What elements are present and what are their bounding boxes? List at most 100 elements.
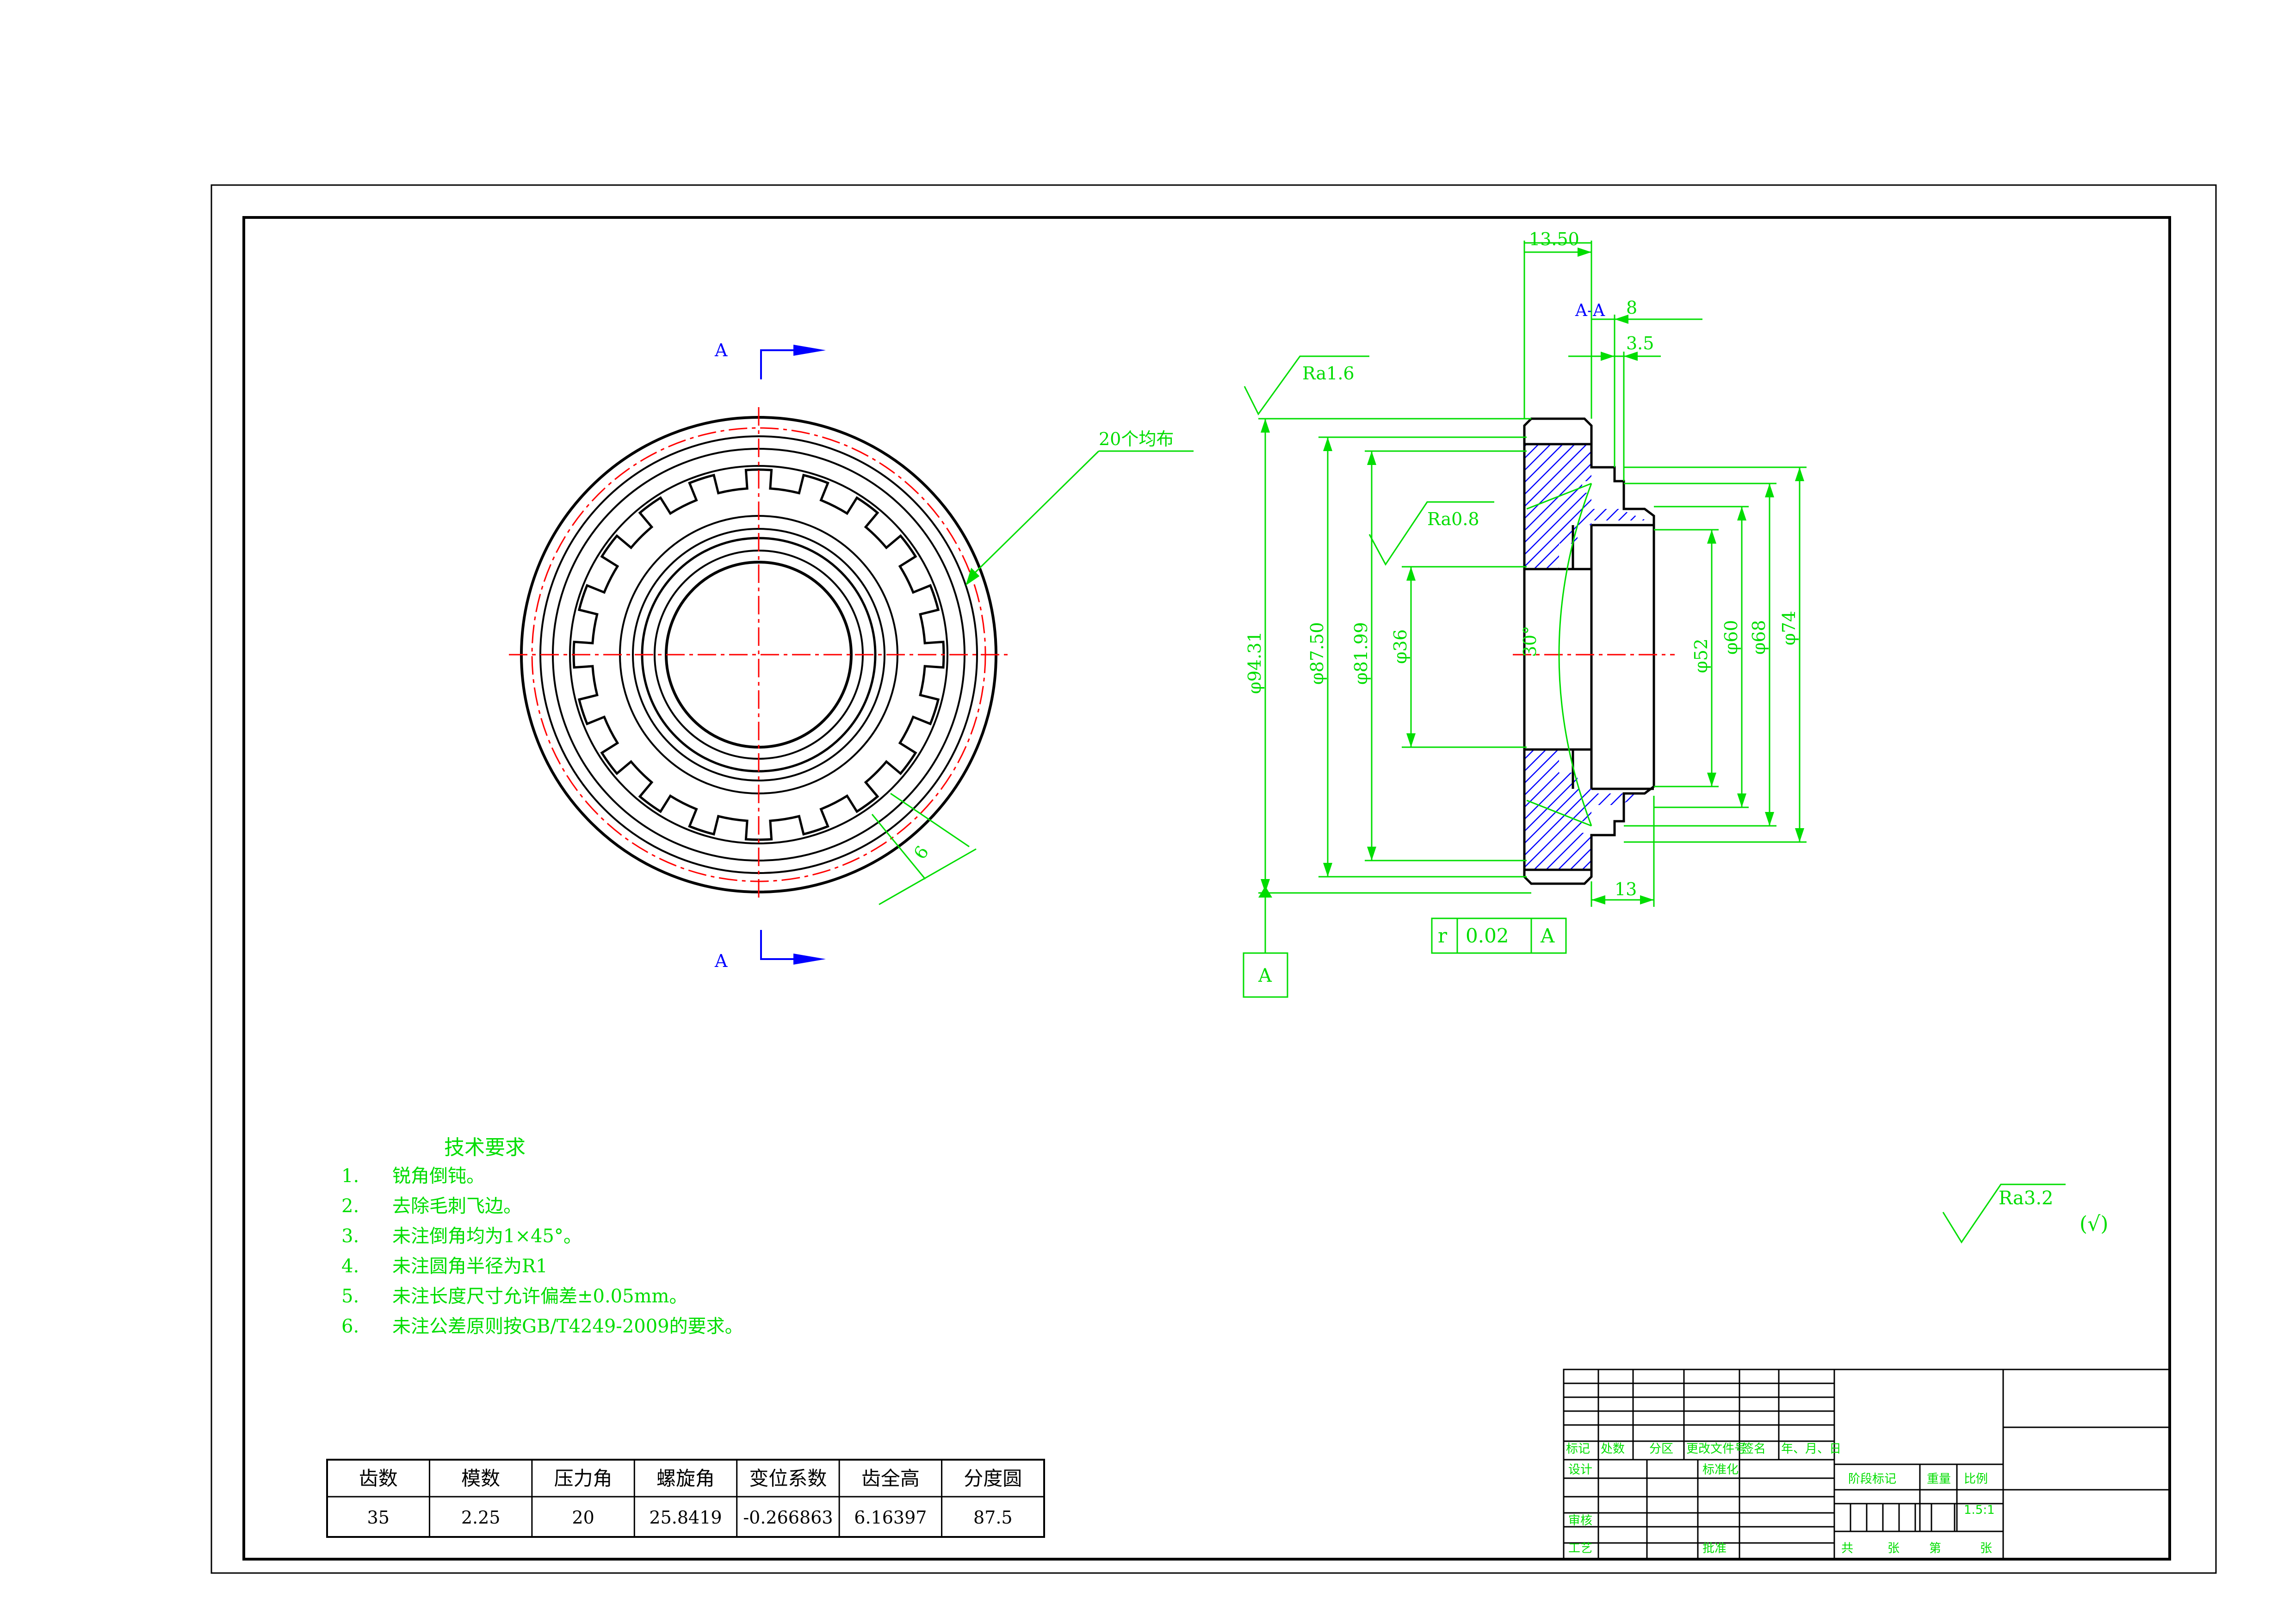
section-hatch [1524, 444, 1647, 870]
dim-d60: φ60 [1721, 620, 1741, 655]
dim-d74: φ74 [1779, 611, 1799, 645]
section-markers: A A [714, 340, 826, 971]
general-roughness-other: (√) [2079, 1212, 2108, 1236]
dim-d68: φ68 [1749, 620, 1769, 655]
spline-width-label: 6 [910, 842, 933, 863]
gear-table-value: 6.16397 [854, 1507, 927, 1528]
sheet-borders [210, 184, 2217, 1574]
title-block: 标记处数分区更改文件号签名年、月、日设计标准化审核工艺批准阶段标记重量比例1.5… [1563, 1369, 2171, 1560]
tech-item-num: 6. [341, 1316, 359, 1337]
title-block-stage-mark: 阶段标记 [1848, 1472, 1896, 1486]
section-dimensions [1258, 241, 1807, 907]
dim-13-50: 13.50 [1529, 229, 1579, 249]
angle-label: 30° [1520, 626, 1540, 657]
title-block-scale-value: 1.5:1 [1964, 1503, 1995, 1517]
section-cut-top [760, 349, 793, 379]
tolerance-datum: A [1540, 924, 1555, 947]
gear-table-header: 分度圆 [964, 1467, 1022, 1490]
tech-item-text: 未注圆角半径为R1 [392, 1256, 548, 1277]
general-roughness: Ra3.2 (√) [1942, 1183, 2108, 1244]
roughness-bore-label: Ra0.8 [1427, 509, 1479, 529]
gear-table-header: 螺旋角 [656, 1467, 715, 1490]
section-cut-bottom [760, 930, 793, 960]
roughness-bore [1368, 501, 1494, 566]
rim-circle-3 [569, 465, 948, 844]
tolerance-value: 0.02 [1466, 924, 1509, 947]
tech-requirements: 技术要求 1. 锐角倒钝。 2. 去除毛刺飞边。 3. 未注倒角均为1×45°。 4. 未注圆… [341, 1136, 743, 1337]
dim-d52: φ52 [1691, 638, 1711, 673]
title-block-design: 设计 [1568, 1463, 1592, 1477]
dim-13: 13 [1615, 879, 1637, 899]
gear-parameter-table: 齿数 模数 压力角 螺旋角 变位系数 齿全高 分度圆 35 2.25 20 25.8419 -0.26… [326, 1459, 1045, 1538]
section-view-label: A-A [1575, 301, 1605, 320]
title-block-approve: 批准 [1702, 1542, 1727, 1555]
title-block-total: 共 [1841, 1542, 1853, 1555]
title-block-standardize: 标准化 [1702, 1463, 1739, 1477]
title-block-label: 年、月、日 [1781, 1442, 1841, 1456]
tech-item-num: 3. [341, 1226, 359, 1247]
tech-item-text: 未注长度尺寸允许偏差±0.05mm。 [392, 1286, 687, 1307]
gear-table-header: 变位系数 [749, 1467, 827, 1490]
datum-label: A [1258, 965, 1272, 986]
section-arrow-bottom [793, 954, 826, 965]
spline-teeth [572, 468, 945, 841]
datum-symbol [1243, 893, 1288, 998]
title-block-review: 审核 [1568, 1514, 1592, 1528]
tolerance-symbol: r [1438, 924, 1448, 947]
section-letter-bottom: A [714, 951, 728, 971]
title-block-process: 工艺 [1568, 1542, 1592, 1555]
gear-table-header: 齿全高 [861, 1467, 920, 1490]
tech-item-num: 2. [341, 1196, 359, 1217]
roughness-outer-label: Ra1.6 [1302, 363, 1355, 384]
gear-table-value: 87.5 [973, 1507, 1013, 1528]
title-block-sheet-no: 第 [1929, 1542, 1941, 1555]
dim-d36: φ36 [1390, 629, 1411, 664]
tech-item-text: 未注公差原则按GB/T4249-2009的要求。 [392, 1316, 743, 1337]
tech-title: 技术要求 [444, 1136, 526, 1159]
title-block-weight: 重量 [1927, 1472, 1951, 1486]
pattern-leader [965, 450, 1194, 586]
gear-table-header: 模数 [461, 1467, 500, 1490]
roughness-outer [1244, 355, 1369, 415]
general-roughness-label: Ra3.2 [1999, 1188, 2054, 1209]
tech-item-num: 4. [341, 1256, 359, 1277]
dim-8: 8 [1626, 297, 1637, 318]
tech-item-num: 5. [341, 1286, 359, 1307]
tech-item-text: 锐角倒钝。 [392, 1165, 485, 1187]
tech-item-text: 去除毛刺飞边。 [392, 1196, 522, 1217]
pattern-note: 20个均布 [1099, 429, 1174, 449]
title-block-label: 更改文件号 [1686, 1442, 1746, 1456]
section-letter-top: A [714, 340, 728, 360]
dim-d87-50: φ87.50 [1307, 622, 1327, 685]
title-block-label: 分区 [1649, 1442, 1673, 1456]
title-block-label: 标记 [1566, 1442, 1590, 1456]
gear-table-header: 齿数 [359, 1467, 398, 1490]
dim-3-5: 3.5 [1626, 333, 1654, 353]
gear-table-value: 35 [367, 1507, 390, 1528]
dim-d94-31: φ94.31 [1244, 632, 1265, 694]
dimension-arrows [1261, 248, 1804, 904]
front-view: 20个均布 6 [509, 407, 1194, 905]
tolerance-frame [1431, 917, 1567, 954]
gear-table-value: 20 [572, 1507, 594, 1528]
center-lines [509, 407, 1009, 902]
angle-arc [1558, 483, 1592, 826]
hub-circle-2 [632, 528, 885, 781]
section-arrow-top [793, 345, 826, 356]
title-block-label: 签名 [1742, 1442, 1766, 1456]
tech-item-text: 未注倒角均为1×45°。 [392, 1226, 582, 1247]
outer-border [210, 184, 2217, 1574]
inner-border [242, 216, 2171, 1561]
section-view: A-A 30° [1243, 229, 1807, 998]
gear-table-value: 25.8419 [649, 1507, 722, 1528]
gear-table-value: 2.25 [461, 1507, 501, 1528]
spline-width-dim [871, 793, 977, 905]
dim-d81-99: φ81.99 [1351, 622, 1371, 685]
gear-table-value: -0.266863 [743, 1507, 833, 1528]
tech-item-num: 1. [341, 1165, 359, 1187]
title-block-label: 处数 [1601, 1442, 1625, 1456]
title-block-sheets: 张 [1888, 1542, 1900, 1555]
gear-table-header: 压力角 [554, 1467, 613, 1490]
